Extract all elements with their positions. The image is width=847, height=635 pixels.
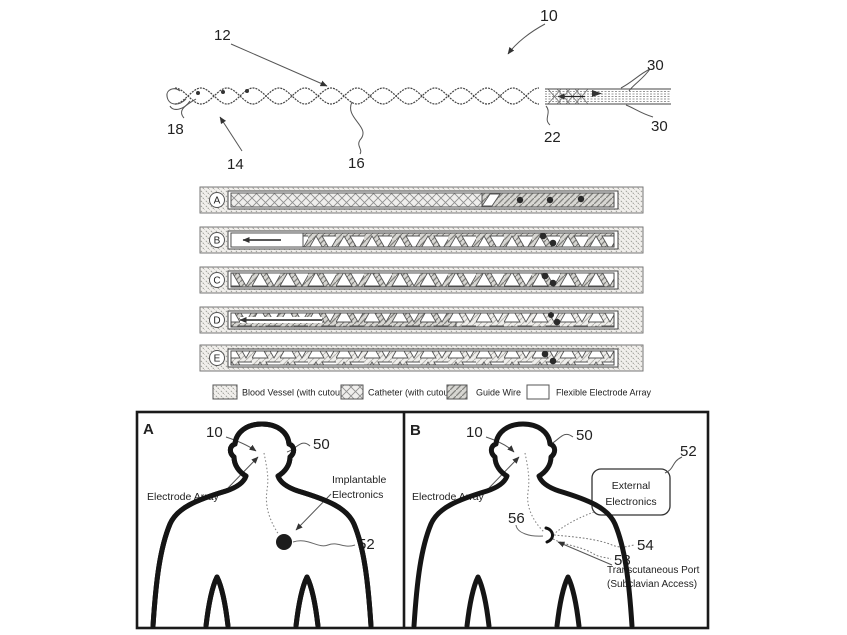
transcutaneous-port-label-1: Transcutaneous Port xyxy=(607,565,700,576)
legend-swatch-guide-wire xyxy=(447,385,467,399)
panel-a-implantable-label-2: Electronics xyxy=(332,489,383,501)
deployment-row-e: E xyxy=(200,345,643,371)
panel-a-letter: A xyxy=(143,421,154,438)
row-label-d: D xyxy=(213,316,220,327)
ref-22: 22 xyxy=(544,129,561,146)
leader-30-bottom xyxy=(626,105,653,117)
implantable-electronics-dot xyxy=(276,534,292,550)
leader-12 xyxy=(231,44,327,86)
leader-14 xyxy=(220,117,242,151)
electrode-dot xyxy=(542,351,549,358)
coil-strand-top xyxy=(175,88,539,104)
deployment-row-c: C xyxy=(200,267,643,293)
row-label-a: A xyxy=(214,196,221,207)
external-electronics-label-2: Electronics xyxy=(605,496,656,508)
body-panels: A 10 50 Electrode Array Implantable Elec… xyxy=(137,412,708,628)
electrode-dot xyxy=(547,197,553,203)
ref-30-top: 30 xyxy=(647,57,664,74)
electrode-dot xyxy=(550,358,557,365)
legend-swatch-catheter xyxy=(341,385,363,399)
electrode-dot xyxy=(578,196,584,202)
ref-14: 14 xyxy=(227,156,244,173)
deployment-sequence: A B C xyxy=(200,187,643,371)
lead-tip-hook xyxy=(167,89,190,110)
panel-b-ref-10: 10 xyxy=(466,424,483,441)
panel-b-ref-54: 54 xyxy=(637,537,654,554)
ref-30-bottom: 30 xyxy=(651,118,668,135)
legend-swatch-electrode-array xyxy=(527,385,549,399)
electrode-dot xyxy=(542,273,549,280)
leader-30-top xyxy=(621,69,650,91)
coil-electrode-dot xyxy=(196,91,200,95)
deployment-row-a: A xyxy=(200,187,643,213)
ref-12: 12 xyxy=(214,27,231,44)
electrode-dot xyxy=(550,240,557,247)
ref-16: 16 xyxy=(348,155,365,172)
electrode-dot xyxy=(548,312,554,318)
electrode-dot xyxy=(517,197,523,203)
coil-electrode-dot xyxy=(221,90,225,94)
deployment-row-b: B xyxy=(200,227,643,253)
external-electronics-label-1: External xyxy=(612,480,651,492)
deployment-row-d: D xyxy=(200,307,643,333)
leader-16 xyxy=(351,102,363,154)
figure-helical-lead: 10 12 18 14 16 22 30 30 xyxy=(167,8,671,173)
panel-b-ref-56: 56 xyxy=(508,510,525,527)
legend-label-catheter: Catheter (with cutout) xyxy=(368,388,454,398)
transcutaneous-port-label-2: (Subclavian Access) xyxy=(607,579,697,590)
legend-label-electrode-array: Flexible Electrode Array xyxy=(556,388,652,398)
ref-10: 10 xyxy=(540,8,558,25)
panel-b-ref-52: 52 xyxy=(680,443,697,460)
junction-marker-triangle xyxy=(592,90,602,97)
row-label-b: B xyxy=(214,236,221,247)
coil-electrode-dot xyxy=(245,89,249,93)
row-label-c: C xyxy=(213,276,220,287)
panel-a-ref-10: 10 xyxy=(206,424,223,441)
panel-a-ref-50: 50 xyxy=(313,436,330,453)
row-label-e: E xyxy=(214,354,221,365)
electrode-dot xyxy=(550,280,557,287)
legend-swatch-blood-vessel xyxy=(213,385,237,399)
electrode-dot xyxy=(554,319,561,326)
electrode-dot xyxy=(540,233,547,240)
coil-strand-bottom xyxy=(175,88,539,104)
panel-b-letter: B xyxy=(410,422,421,439)
legend-label-guide-wire: Guide Wire xyxy=(476,388,521,398)
panel-b-ref-50: 50 xyxy=(576,427,593,444)
leader-22 xyxy=(546,106,550,125)
ref-18: 18 xyxy=(167,121,184,138)
figure-legend: Blood Vessel (with cutout) Catheter (wit… xyxy=(213,385,652,399)
leader-10 xyxy=(508,24,545,54)
panel-a-implantable-label-1: Implantable xyxy=(332,474,386,486)
legend-label-blood-vessel: Blood Vessel (with cutout) xyxy=(242,388,346,398)
